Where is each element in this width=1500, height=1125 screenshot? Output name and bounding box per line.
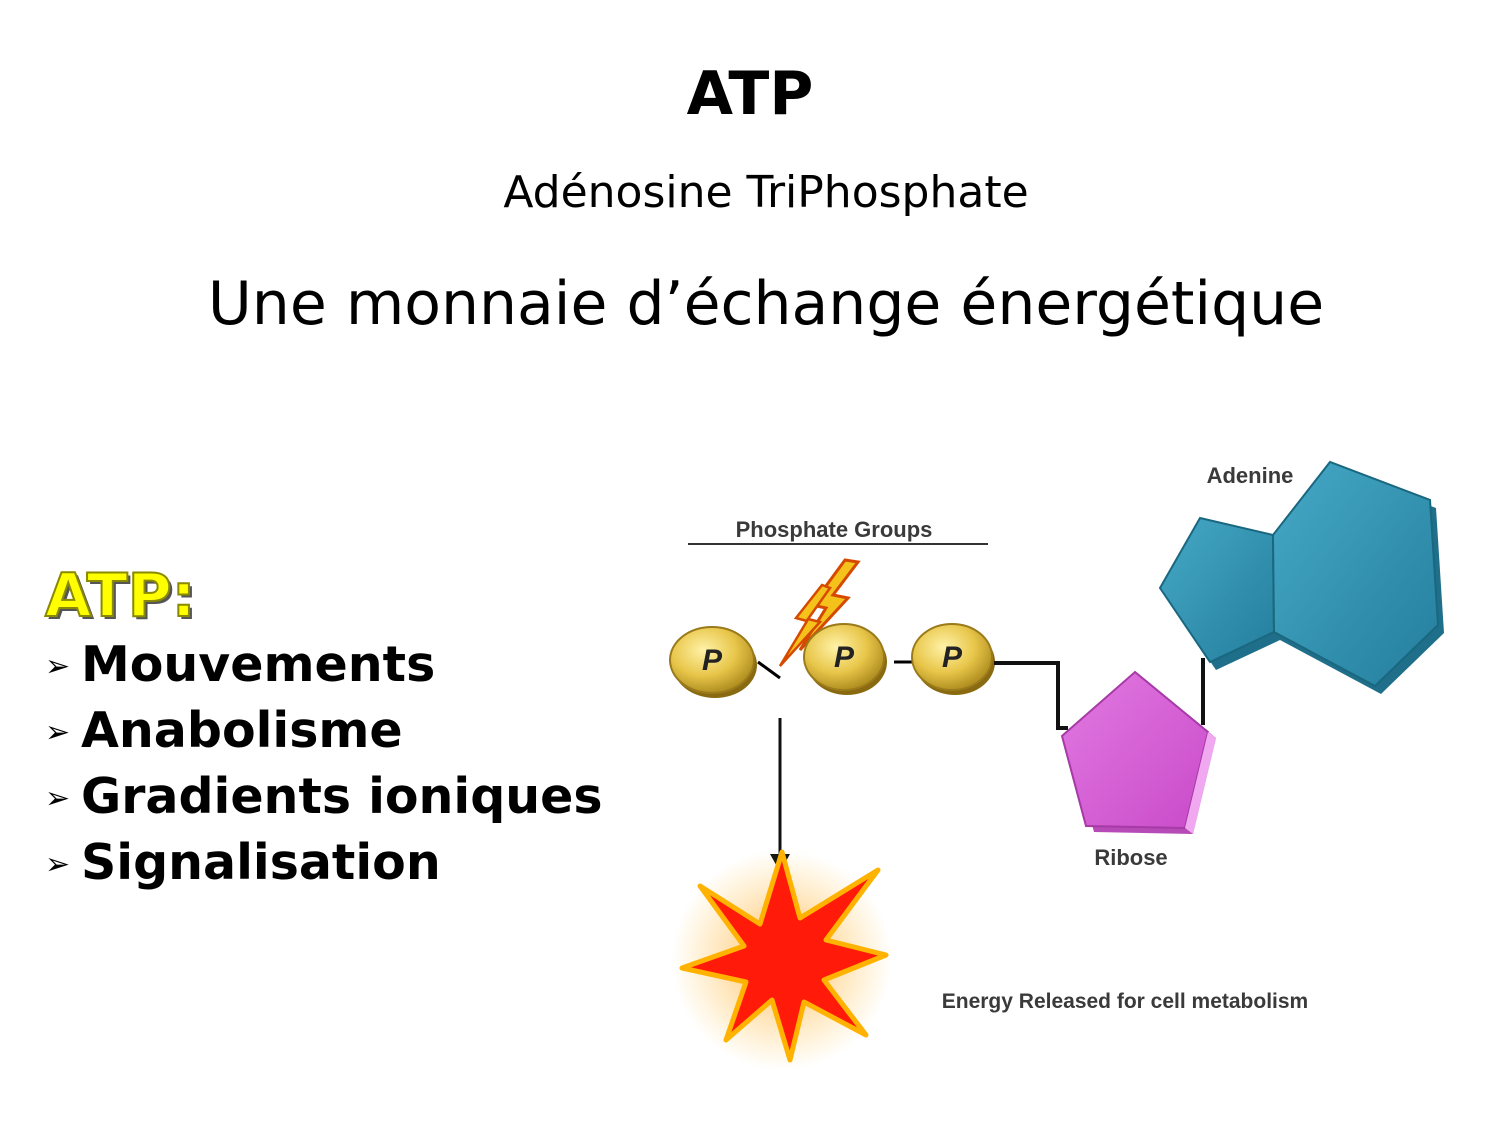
phosphate-symbol: P bbox=[942, 641, 963, 674]
adenine-label: Adenine bbox=[1207, 463, 1294, 488]
atp-heading: ATP: bbox=[44, 560, 197, 632]
list-item-label: Mouvements bbox=[81, 636, 436, 693]
list-item: ➢ Mouvements bbox=[45, 632, 603, 698]
phosphate-groups-label: Phosphate Groups bbox=[736, 517, 933, 542]
arrow-right-icon: ➢ bbox=[45, 847, 71, 882]
phosphate-3-icon: P bbox=[911, 623, 995, 695]
ribose-icon bbox=[1060, 670, 1216, 834]
high-energy-bond-line bbox=[757, 660, 781, 680]
phosphate-1-icon: P bbox=[669, 626, 757, 698]
atp-roles-list: ➢ Mouvements ➢ Anabolisme ➢ Gradients io… bbox=[45, 632, 603, 896]
arrow-right-icon: ➢ bbox=[45, 781, 71, 816]
energy-released-label: Energy Released for cell metabolism bbox=[942, 990, 1308, 1013]
list-item-label: Signalisation bbox=[81, 834, 441, 891]
phosphate-2-icon: P bbox=[803, 623, 887, 695]
list-item-label: Gradients ioniques bbox=[81, 768, 603, 825]
list-item: ➢ Signalisation bbox=[45, 830, 603, 896]
slide-subtitle: Adénosine TriPhosphate bbox=[503, 167, 1029, 218]
list-item: ➢ Gradients ioniques bbox=[45, 764, 603, 830]
atp-molecule-diagram: Phosphate Groups P P P Adenine bbox=[669, 460, 1444, 1070]
ribose-label: Ribose bbox=[1094, 845, 1167, 870]
phosphate-symbol: P bbox=[834, 641, 855, 674]
slide-tagline: Une monnaie d’échange énergétique bbox=[207, 269, 1325, 339]
lightning-icon bbox=[778, 558, 861, 667]
phosphate-ribose-bond bbox=[994, 661, 1068, 730]
arrow-right-icon: ➢ bbox=[45, 715, 71, 750]
slide-title: ATP bbox=[686, 59, 814, 129]
list-item-label: Anabolisme bbox=[81, 702, 403, 759]
list-item: ➢ Anabolisme bbox=[45, 698, 603, 764]
adenine-icon bbox=[1158, 460, 1444, 694]
arrow-right-icon: ➢ bbox=[45, 649, 71, 684]
explosion-icon bbox=[672, 849, 892, 1070]
phosphate-symbol: P bbox=[702, 644, 723, 677]
atp-roles-block: ATP: ➢ Mouvements ➢ Anabolisme ➢ Gradien… bbox=[44, 560, 603, 896]
